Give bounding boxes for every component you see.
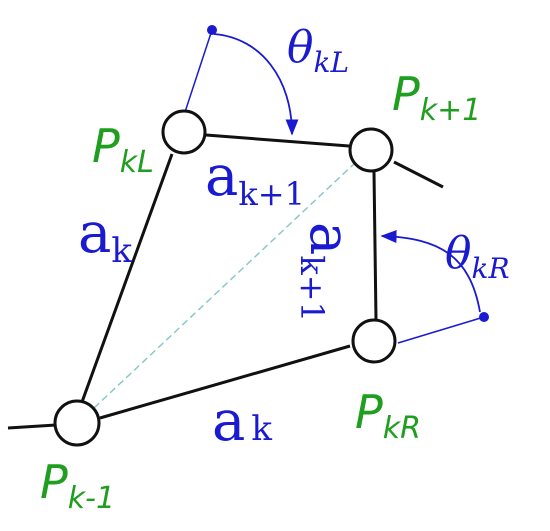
label-length-top: ak+1 [205,144,305,213]
angle-left-arc [213,33,299,136]
angle-left-reference-dot [207,25,217,35]
joint-k1 [348,127,394,173]
angle-right-reference-line [397,316,485,344]
label-point-kL: PkL [92,119,154,180]
right-extension-link [393,160,444,189]
diagonal-line [77,146,373,424]
label-length-right: ak+1 [293,222,362,322]
label-point-km1: Pk-1 [40,455,115,516]
joint-kL [161,109,207,155]
label-point-kR: PkR [355,385,421,446]
angle-left-reference-line [184,29,213,113]
label-point-k1: Pk+1 [392,67,481,128]
label-length-left: ak [78,201,132,271]
link-km1-kL [80,153,174,403]
joint-kR [351,318,397,364]
angle-right-reference-dot [479,312,489,322]
joint-km1 [53,399,101,447]
label-angle-left: θkL [287,22,349,79]
link-kL-k1 [205,133,350,148]
link-k1-kR [372,171,378,321]
label-angle-right: θkR [445,228,510,285]
angle-right-arc [380,230,481,313]
left-extension-link [7,423,57,430]
link-kR-km1 [99,344,351,420]
